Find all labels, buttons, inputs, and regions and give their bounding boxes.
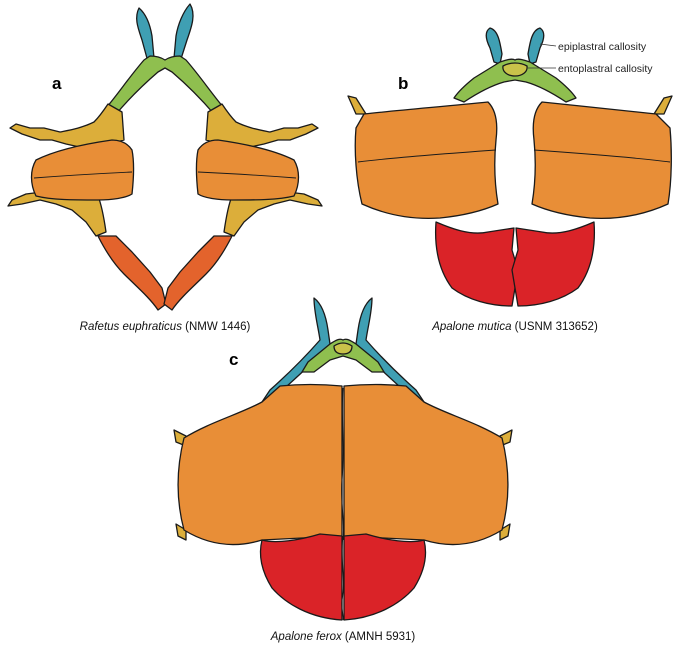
panel-a-caption: Rafetus euphraticus (NMW 1446) — [80, 321, 251, 333]
panel-b-hyoplastron-process-right — [654, 96, 672, 114]
panel-b-caption-specimen: (USNM 313652) — [511, 321, 597, 333]
panel-a-hyo-hypoplastron-right — [197, 140, 299, 200]
panel-a-letter: a — [52, 74, 62, 93]
panel-b-caption-species: Apalone mutica — [431, 321, 511, 333]
panel-b-entoplastral-callosity — [503, 63, 527, 76]
panel-a-caption-specimen: (NMW 1446) — [182, 321, 251, 333]
panel-b-epiplastral-label: epiplastral callosity — [558, 41, 647, 53]
panel-c-caption-specimen: (AMNH 5931) — [342, 631, 416, 643]
panel-c-letter: c — [229, 350, 238, 369]
panel-a: a Rafetus euphraticus (NMW 1446) — [8, 4, 322, 333]
panel-b-xiphiplastron-left — [436, 222, 518, 306]
panel-a-xiphiplastron-right — [164, 236, 232, 310]
panel-a-hyo-hypoplastron-left — [32, 140, 134, 200]
panel-b-letter: b — [398, 74, 408, 93]
panel-b-xiphiplastron-right — [512, 222, 594, 306]
panel-c-xiphiplastron-right — [344, 534, 426, 620]
panel-c-hyo-hypoplastron-left — [178, 385, 342, 545]
panel-c-caption: Apalone ferox (AMNH 5931) — [270, 631, 416, 643]
panel-c-entoplastral-callosity — [334, 343, 352, 354]
panel-a-caption-species: Rafetus euphraticus — [80, 321, 183, 333]
panel-c-caption-species: Apalone ferox — [270, 631, 343, 643]
panel-a-epiplastron-right — [174, 4, 193, 62]
panel-b-entoplastral-label: entoplastral callosity — [558, 63, 653, 75]
panel-b-caption: Apalone mutica (USNM 313652) — [431, 321, 598, 333]
panel-b-epiplastral-leader — [540, 44, 556, 46]
panel-b-hyo-hypoplastron-right — [532, 102, 671, 218]
panel-b-epiplastron-right — [528, 28, 544, 64]
panel-b-hyoplastron-process-left — [348, 96, 366, 114]
panel-a-entoplastron — [106, 56, 224, 114]
panel-c-xiphiplastron-left — [260, 534, 342, 620]
panel-c-hyo-hypoplastron-right — [344, 385, 508, 545]
panel-a-xiphiplastron-left — [98, 236, 166, 310]
panel-b: b epiplastral callosity entoplastral cal… — [348, 28, 672, 333]
panel-a-epiplastron-left — [137, 8, 154, 62]
panel-b-epiplastron-left — [486, 28, 502, 64]
panel-c: c Apalone ferox (AMNH 5931) — [174, 298, 512, 643]
